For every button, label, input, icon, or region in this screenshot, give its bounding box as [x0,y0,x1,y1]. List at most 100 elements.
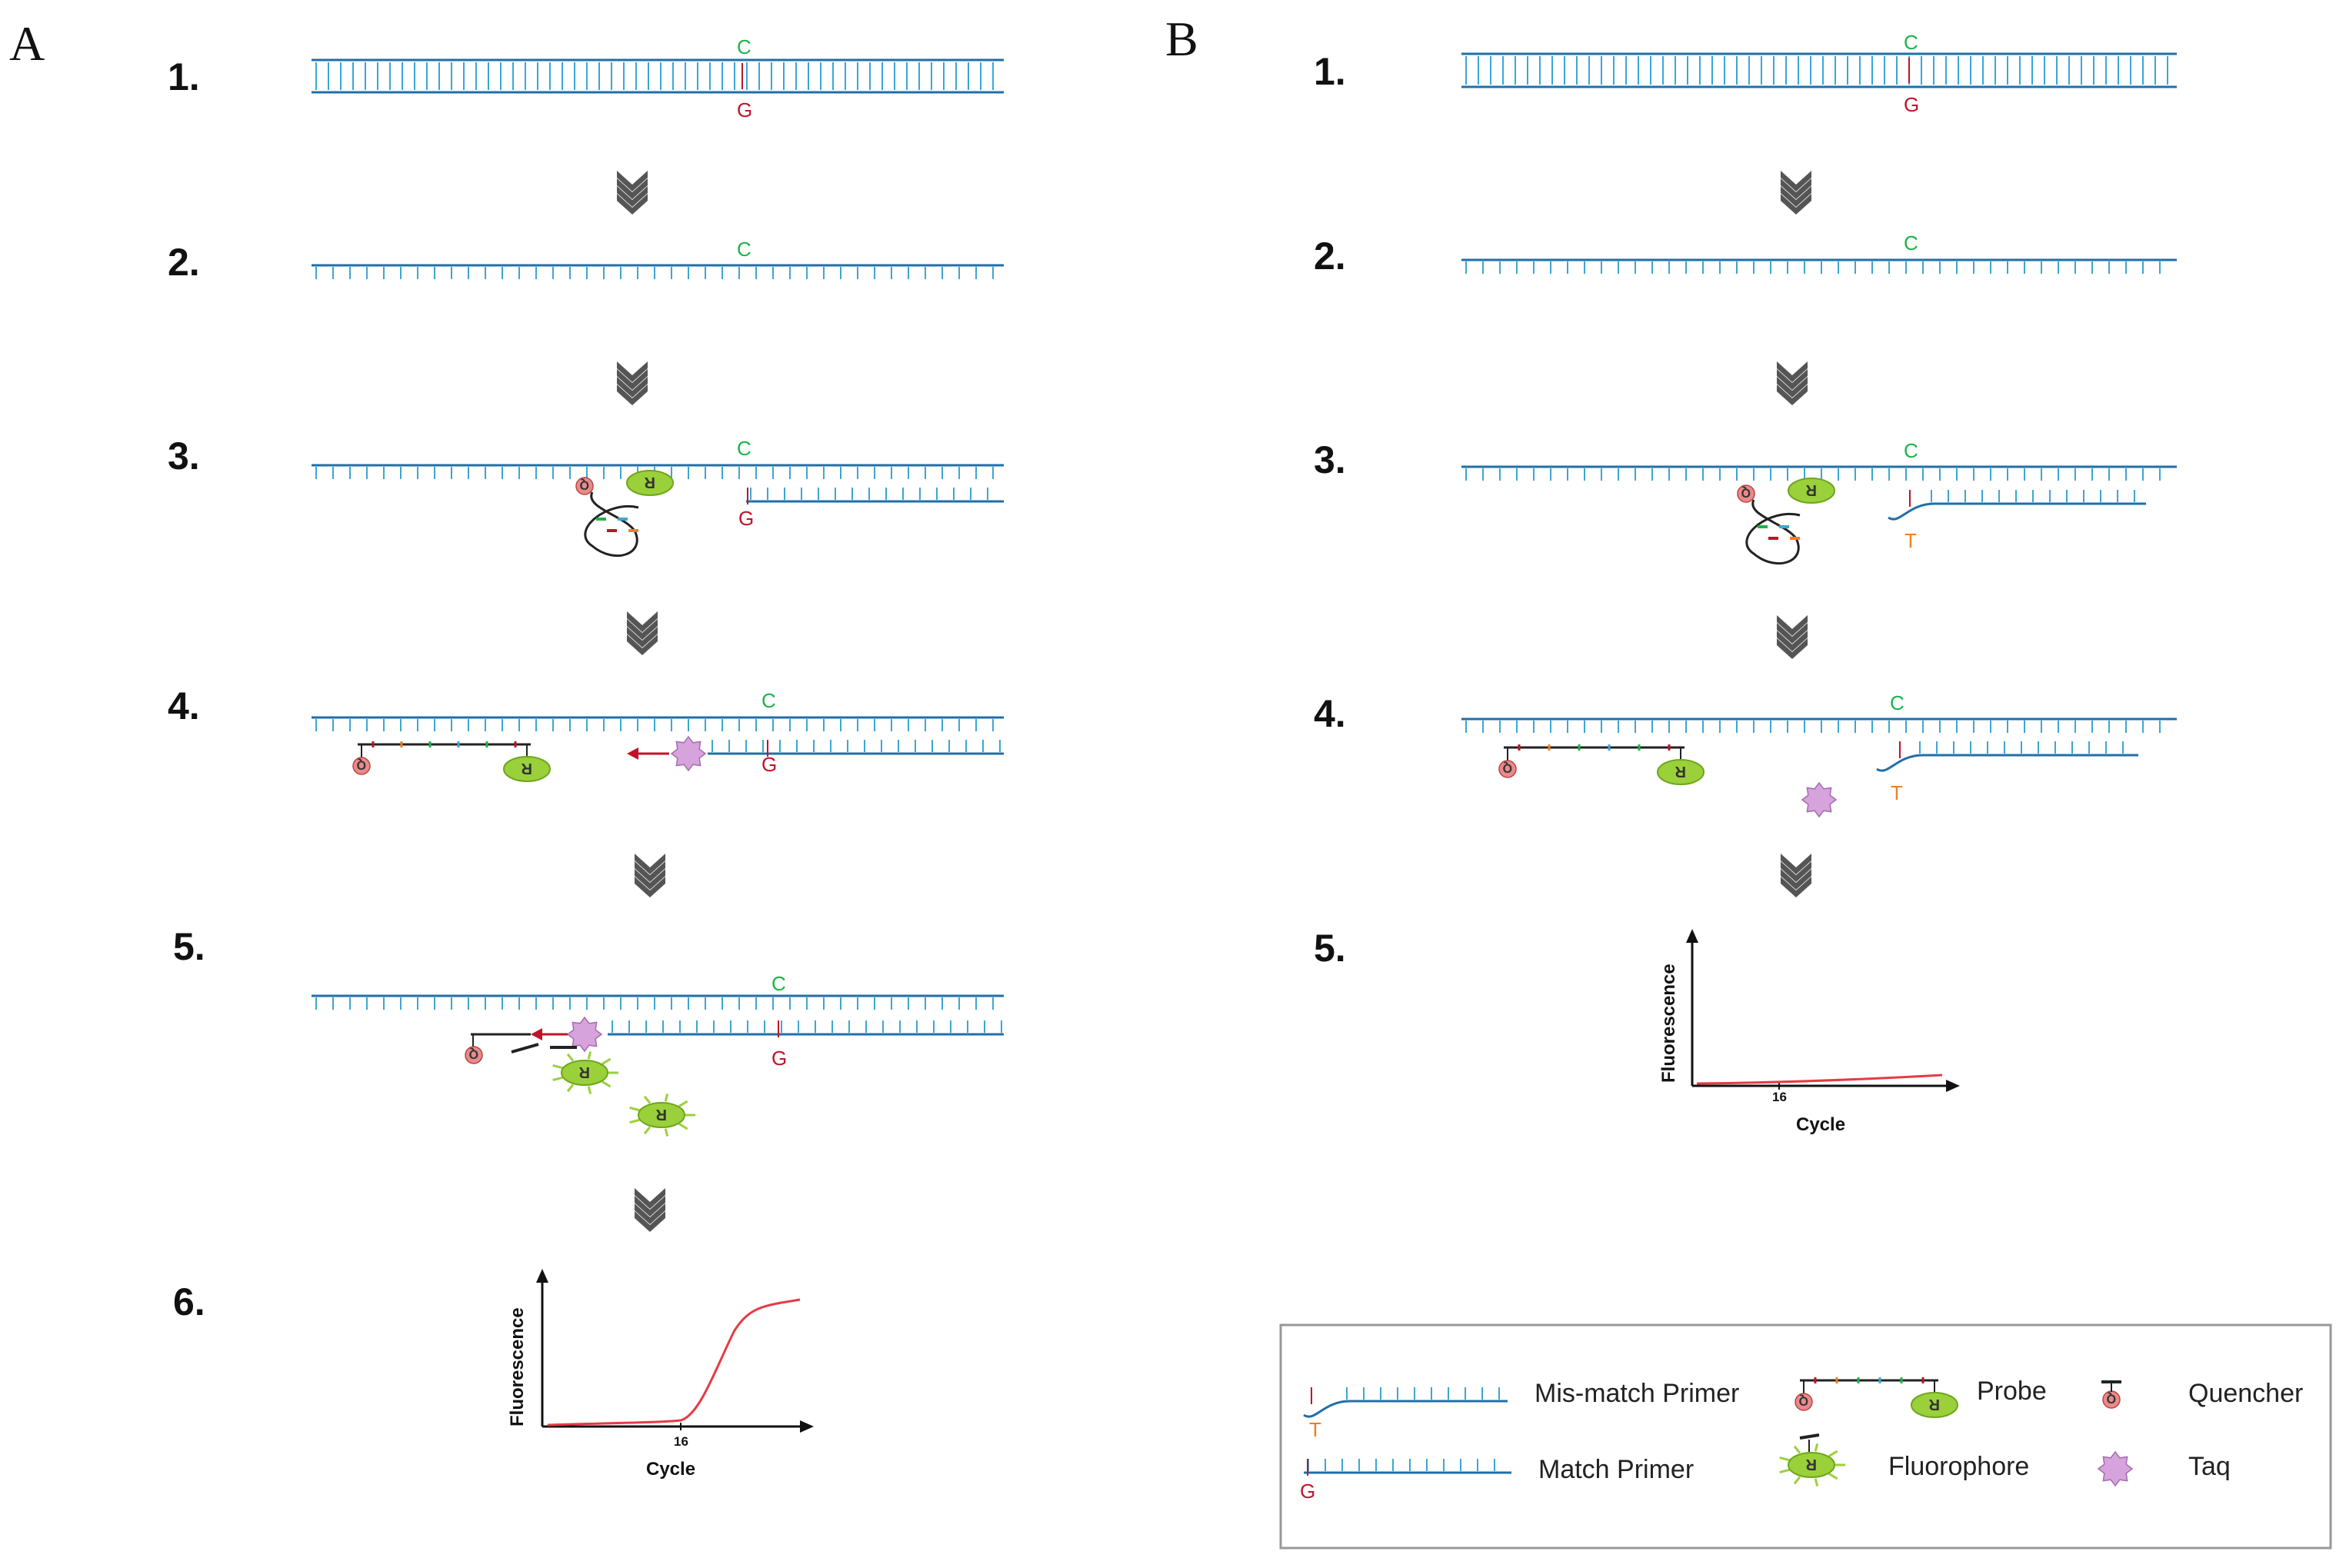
process-arrow [1781,854,1811,897]
step-a3-hairpin-probe [584,491,639,558]
fluorophore-letter: R [1928,1396,1940,1413]
panel-a-label: A [9,16,45,71]
glow-ray [1793,1476,1801,1485]
probe-loop [584,491,639,558]
base-g-label: G [737,98,752,122]
step-number: 2. [1314,235,1346,278]
quencher-icon: Q [352,757,371,775]
probe-loop [1745,499,1801,565]
process-arrow [635,854,665,897]
legend-t-base: T [1309,1418,1321,1441]
probe-fragment [511,1043,539,1054]
base-g-label: G [738,507,754,530]
base-pair-ticks [315,719,994,731]
quencher-body [352,757,371,775]
quencher-icon: Q [1498,760,1517,778]
base-g-label: G [771,1047,787,1070]
quencher-icon: Q [465,1046,483,1064]
fluorophore-letter: R [1805,481,1817,498]
fluorophore-letter: R [578,1064,590,1080]
fluorophore-icon: R [552,1051,618,1094]
x-axis-title: Cycle [1796,1114,1845,1135]
process-arrow [617,171,648,215]
fluorophore-letter: R [644,474,655,491]
step-number: 3. [168,434,200,478]
legend-match-label: Match Primer [1538,1455,1694,1484]
legend-quencher-label: Quencher [2188,1379,2303,1408]
fluorophore-icon: R [503,756,551,782]
base-c-label: C [1904,439,1918,462]
quencher-icon: Q [575,477,594,495]
legend-quencher-icon: Q [2102,1390,2121,1409]
base-pair-ticks [1465,721,2161,733]
step-a5-template [312,994,1004,1010]
y-axis-title: Fluorescence [507,1307,528,1427]
x-axis-title: Cycle [646,1459,695,1480]
step-b4-mismatch-primer [1876,741,2138,772]
base-pair-ticks [315,997,994,1010]
base-t-label: T [1904,529,1917,552]
fluorophore-letter: R [521,760,532,777]
base-pair-ticks [1465,56,2168,85]
fluorophore-icon: R [626,470,674,496]
step-number: 5. [173,925,205,968]
base-pair-ticks [1465,261,2161,274]
process-arrow [617,361,648,405]
fluorophore-letter: R [655,1106,667,1123]
base-pair-ticks [750,488,988,500]
base-pair-ticks [1465,468,2161,481]
glow-ray [566,1084,575,1093]
step-a4-linear-probe [358,741,531,760]
base-pair-ticks [711,740,1001,752]
step-number: 1. [1314,50,1346,93]
base-c-label: C [761,689,776,712]
glow-ray [1779,1456,1791,1462]
primer-strand [1303,1400,1508,1418]
glow-ray [643,1095,651,1104]
step-b4-linear-probe [1504,744,1685,763]
legend-match-primer-icon [1304,1459,1511,1476]
x-axis-arrowhead [1946,1080,1960,1092]
glow-ray [552,1076,564,1082]
legend-mismatch-primer-icon [1303,1387,1508,1418]
extension-arrowhead [627,747,638,760]
legend-fluor-linker [1799,1433,1820,1440]
primer-strand [1888,502,2146,521]
base-pair-ticks [1931,490,2135,502]
quencher-icon: Q [1794,1393,1813,1411]
x-tick-label: 16 [1772,1090,1787,1104]
quencher-letter: Q [580,478,589,491]
fluorophore-body [638,1102,685,1128]
y-axis-arrowhead [1686,929,1698,943]
chart-b: 16 Cycle Fluorescence [1658,929,1960,1135]
quencher-body [575,477,594,495]
glow-ray [587,1051,592,1060]
x-tick-label: 16 [674,1434,688,1449]
quencher-letter: Q [1799,1394,1808,1407]
y-axis-title: Fluorescence [1658,964,1679,1083]
quencher-body [1498,760,1517,778]
quencher-body [1794,1393,1813,1411]
glow-ray [1793,1445,1801,1454]
extension-arrowhead [531,1028,542,1040]
step-b1-dsdna [1461,52,2177,88]
base-c-label: C [1904,231,1918,255]
quencher-letter: Q [1741,486,1751,499]
taq-body [2097,1450,2134,1487]
step-a3-template [312,464,1004,479]
base-c-label: C [737,238,751,261]
base-c-label: C [771,972,786,995]
step-b3-mismatch-primer [1888,490,2146,521]
fluorescence-curve [1696,1074,1943,1085]
panel-b-label: B [1165,12,1198,66]
step-a3-match-primer [746,488,1004,504]
fluorophore-letter: R [1805,1456,1817,1473]
fluorophore-letter: R [1675,763,1686,780]
legend-taq-icon [2097,1450,2134,1487]
step-a1-dsdna [312,58,1004,94]
base-c-label: C [737,437,751,460]
step-b3-template [1461,465,2177,481]
fluorophore-body [1788,1452,1835,1478]
process-arrow [1777,615,1808,659]
step-b3-hairpin-probe [1745,499,1801,565]
